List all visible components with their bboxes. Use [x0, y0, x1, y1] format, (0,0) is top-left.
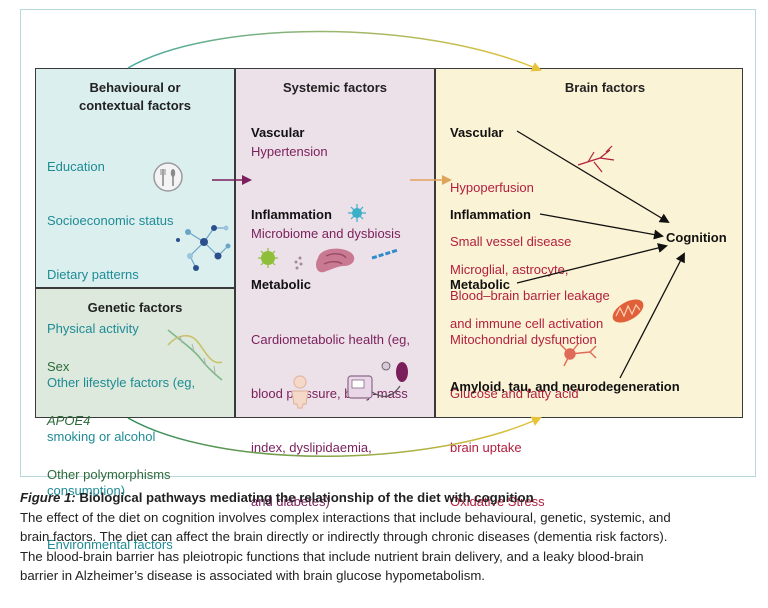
- brain-vascular-item: Hypoperfusion: [450, 180, 534, 195]
- brain-vascular-item: Small vessel disease: [450, 234, 572, 249]
- top-curve-arrow: [127, 30, 542, 72]
- gut-icon: [316, 248, 355, 273]
- brain-inflammation-item: and immune cell activation: [450, 316, 604, 331]
- genetic-item-polymorphisms: Other polymorphisms: [47, 467, 171, 482]
- bottom-curve-arrow: [127, 416, 542, 457]
- systemic-title: Systemic factors: [282, 80, 388, 95]
- blood-pressure-monitor-icon: [347, 361, 408, 399]
- virus-icon: [348, 204, 366, 222]
- brain-amyloid-heading: Amyloid, tau, and neurodegeneration: [450, 379, 680, 394]
- systemic-metabolic-item: Cardiometabolic health (eg,: [251, 332, 410, 347]
- caption-body-line: brain factors. The diet can affect the b…: [20, 529, 668, 544]
- blood-vessel-icon: [577, 145, 615, 173]
- brain-vascular-heading: Vascular: [450, 125, 504, 140]
- behavioural-item-dietary: Dietary patterns: [47, 267, 139, 282]
- caption-title-line: Figure 1: Biological pathways mediating …: [20, 488, 750, 508]
- caption-body-line: The blood-brain barrier has pleiotropic …: [20, 548, 644, 564]
- systemic-vascular-heading: Vascular: [251, 125, 305, 140]
- brain-vascular-item: Blood–brain barrier leakage: [450, 288, 610, 303]
- cognition-label: Cognition: [666, 230, 727, 245]
- vascular-to-cognition-arrow: [516, 130, 670, 224]
- behavioural-title-line2: contextual factors: [79, 98, 191, 113]
- cutlery-icon: [153, 162, 183, 192]
- systemic-vascular-item: Hypertension: [251, 144, 328, 159]
- systemic-inflammation-heading: Inflammation: [251, 207, 332, 222]
- behavioural-item-physical: Physical activity: [47, 321, 139, 336]
- behavioural-item-smoking: smoking or alcohol: [47, 429, 156, 444]
- behavioural-factors-box: [35, 68, 235, 288]
- systemic-factors-box: [235, 68, 435, 418]
- brain-metabolic-item: Oxidative Stress: [450, 494, 545, 509]
- child-icon: [291, 375, 309, 409]
- brain-metabolic-item: Mitochondrial dysfunction: [450, 332, 597, 347]
- brain-metabolic-list: Mitochondrial dysfunction Glucose and fa…: [450, 295, 597, 529]
- behavioural-item-lifestyle: Other lifestyle factors (eg,: [47, 375, 196, 390]
- systemic-metabolic-heading: Metabolic: [251, 277, 311, 292]
- inflammation-to-cognition-arrow: [539, 213, 664, 240]
- systemic-metabolic-item: and diabetes): [251, 494, 330, 509]
- dna-icon: [167, 329, 223, 381]
- figure-caption: Figure 1: Biological pathways mediating …: [20, 488, 750, 586]
- brain-metabolic-item: Glucose and fatty acid: [450, 386, 579, 401]
- brain-metabolic-item: brain uptake: [450, 440, 522, 455]
- behavioural-item-environmental: Environmental factors: [47, 537, 173, 552]
- brain-metabolic-heading: Metabolic: [450, 277, 510, 292]
- brain-title: Brain factors: [564, 80, 646, 95]
- caption-title: Biological pathways mediating the relati…: [79, 490, 534, 505]
- caption-label: Figure 1:: [20, 490, 76, 505]
- behavioural-list: Education Socioeconomic status Dietary p…: [47, 122, 195, 572]
- neuron-icon: [559, 343, 597, 367]
- systemic-inflammation-item: Microbiome and dysbiosis: [251, 226, 401, 241]
- brain-inflammation-heading: Inflammation: [450, 207, 531, 222]
- behavioural-title: Behavioural or contextual factors: [35, 79, 235, 115]
- metabolic-to-cognition-arrow: [516, 243, 668, 284]
- mitochondria-icon: [612, 299, 644, 323]
- behavioural-item-socioeconomic: Socioeconomic status: [47, 213, 174, 228]
- brain-factors-box: [435, 68, 743, 418]
- genetic-list: Sex APOE4 Other polymorphisms: [47, 322, 171, 502]
- caption-body-line: The effect of the diet on cognition invo…: [20, 509, 671, 525]
- genetic-item-apoe4: APOE4: [47, 413, 91, 428]
- amyloid-to-cognition-arrow: [619, 252, 685, 379]
- genetic-factors-box: [35, 288, 235, 418]
- behavioural-item-education: Education: [47, 159, 105, 174]
- genetic-item-sex: Sex: [47, 359, 70, 374]
- bacteria-icon: [258, 248, 399, 270]
- brain-inflammation-list: Microglial, astrocyte, and immune cell a…: [450, 225, 603, 351]
- behavioural-item-consumption: consumption): [47, 483, 126, 498]
- behavioural-title-line1: Behavioural or: [89, 80, 181, 95]
- brain-vascular-list: Hypoperfusion Small vessel disease Blood…: [450, 143, 610, 323]
- systemic-metabolic-list: Cardiometabolic health (eg, blood pressu…: [251, 295, 410, 529]
- systemic-metabolic-item: index, dyslipidaemia,: [251, 440, 372, 455]
- caption-body-line: barrier in Alzheimer’s disease is associ…: [20, 568, 485, 583]
- network-nodes-icon: [176, 225, 231, 271]
- genetic-title: Genetic factors: [87, 300, 183, 315]
- figure-frame: [20, 9, 756, 477]
- network-icon: [187, 227, 229, 269]
